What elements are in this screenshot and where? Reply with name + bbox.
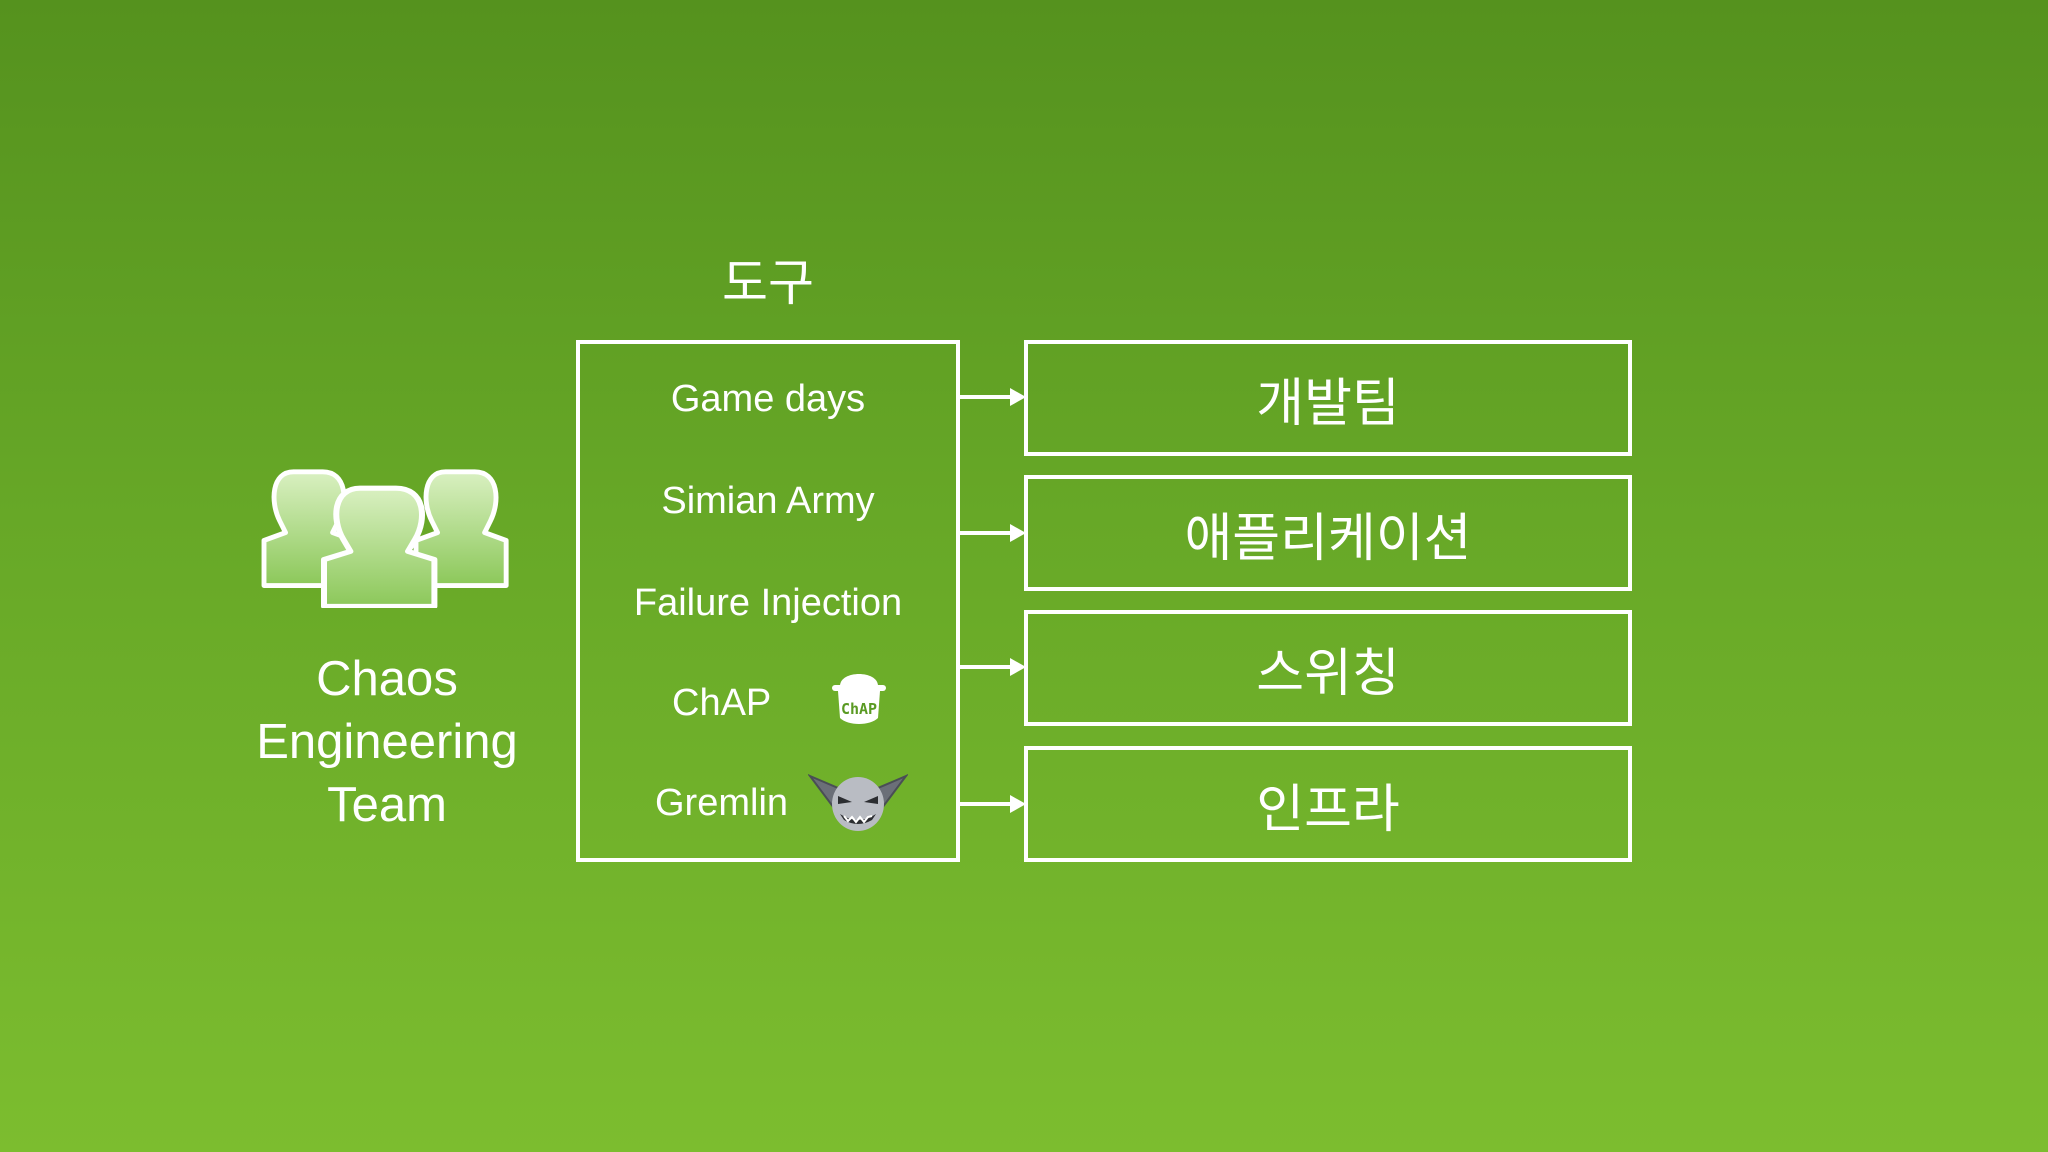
arrow-head: [1010, 795, 1026, 813]
tools-box: [576, 340, 960, 862]
target-infra: 인프라: [1024, 746, 1632, 862]
gremlin-face-icon: [806, 770, 910, 834]
target-label: 애플리케이션: [1184, 509, 1472, 568]
target-dev-team: 개발팀: [1024, 340, 1632, 456]
target-label: 개발팀: [1256, 374, 1400, 433]
team-label-line: Chaos: [316, 652, 458, 706]
target-switching: 스위칭: [1024, 610, 1632, 726]
team-label: Chaos Engineering Team: [220, 648, 554, 837]
tool-gremlin: Gremlin: [655, 782, 789, 824]
tool-simian-army: Simian Army: [661, 480, 875, 522]
tool-failure-injection: Failure Injection: [633, 582, 903, 624]
team-label-line: Team: [327, 778, 447, 832]
chap-logo-text: ChAP: [841, 700, 877, 718]
target-application: 애플리케이션: [1024, 475, 1632, 591]
arrow-head: [1010, 388, 1026, 406]
tools-heading: 도구: [722, 255, 814, 311]
team-label-line: Engineering: [256, 715, 518, 769]
arrow-head: [1010, 658, 1026, 676]
people-group-icon: [258, 458, 516, 610]
target-label: 스위칭: [1256, 644, 1400, 703]
arrow-head: [1010, 524, 1026, 542]
tool-game-days: Game days: [670, 378, 866, 420]
connector-arrows: [958, 380, 1030, 830]
target-label: 인프라: [1256, 780, 1400, 839]
tool-chap: ChAP: [672, 682, 772, 724]
chap-mascot-icon: ChAP: [830, 664, 888, 728]
